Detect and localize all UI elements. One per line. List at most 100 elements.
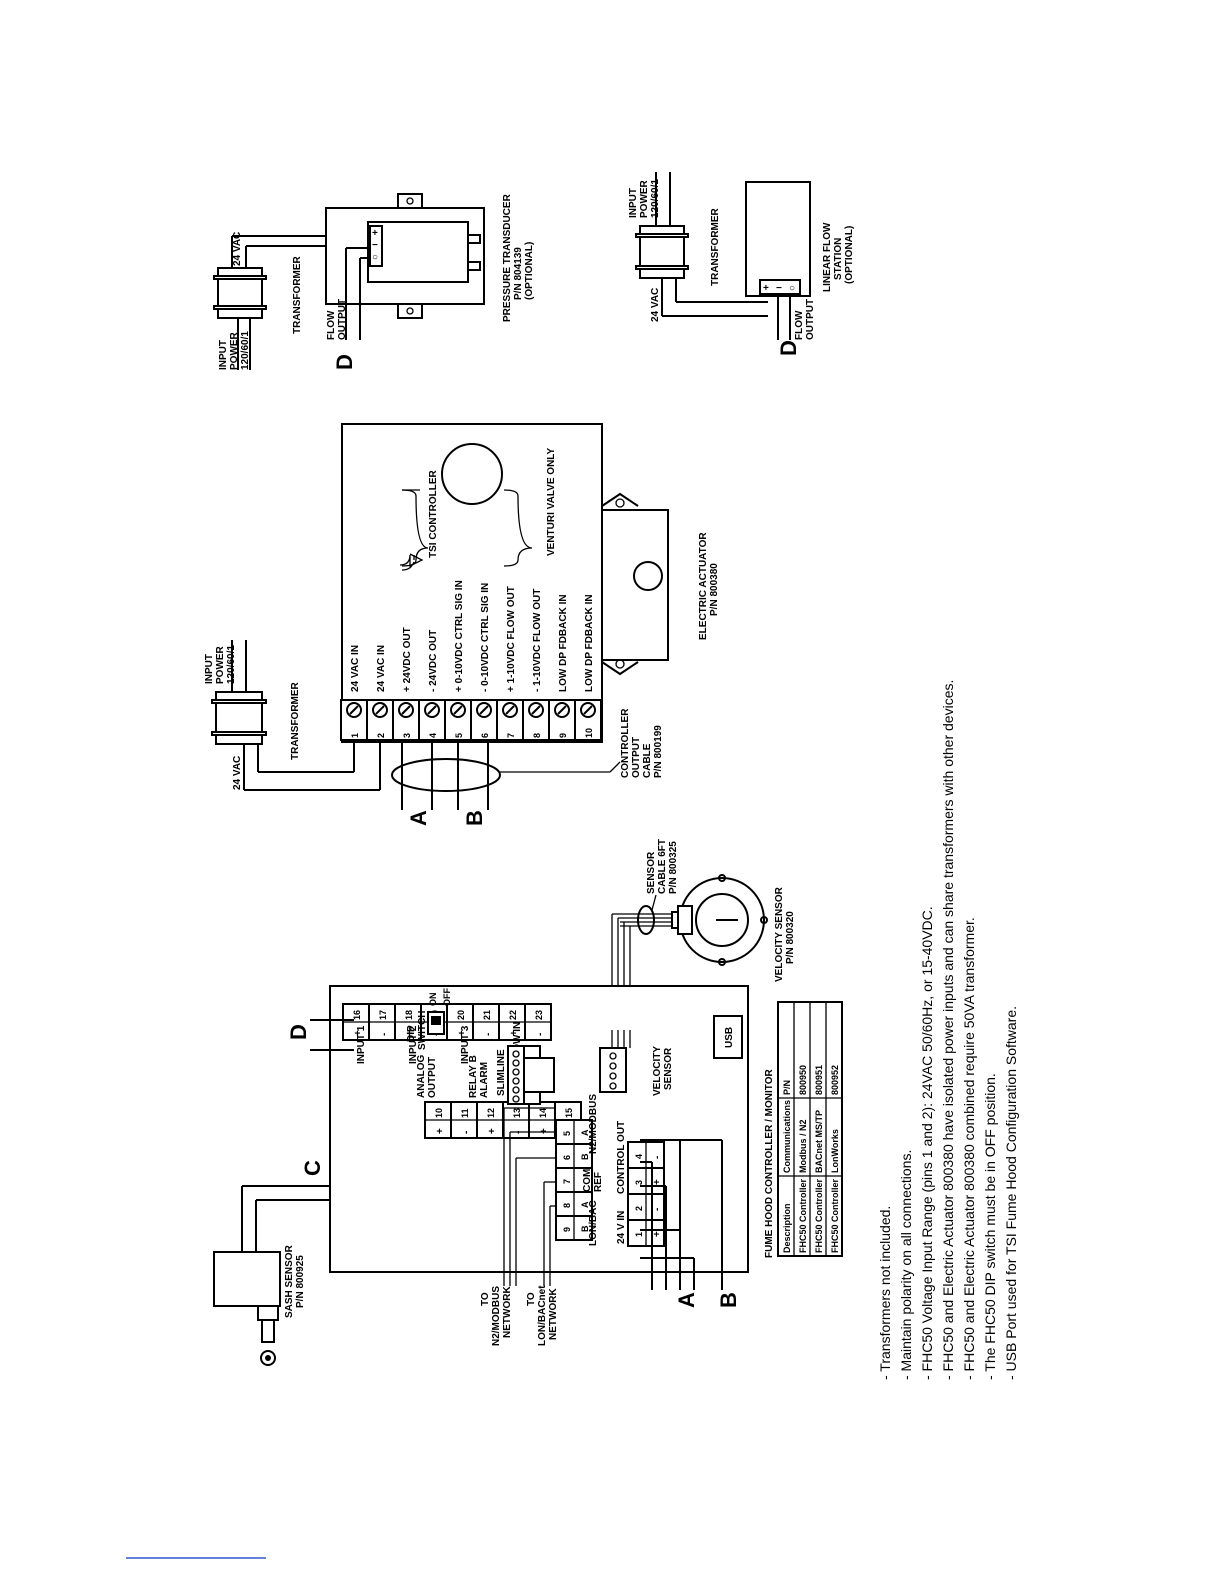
actuator-terminal[interactable]: 8- 1-10VDC FLOW OUT <box>522 589 550 741</box>
svg-text:STATION: STATION <box>833 238 844 280</box>
control-out-label: CONTROL OUT <box>616 1121 627 1194</box>
svg-text:OFF: OFF <box>442 988 452 1006</box>
note-line: - FHC50 and Electric Actuator 800380 com… <box>961 917 977 1380</box>
transformer-label: TRANSFORMER <box>290 681 301 760</box>
pin-sign: + <box>652 1231 663 1237</box>
pin-sign: - <box>652 1156 663 1159</box>
pin-number: 11 <box>460 1108 470 1118</box>
terminal-label: + 1-10VDC FLOW OUT <box>506 586 517 692</box>
svg-text:OUTPUT: OUTPUT <box>337 299 348 340</box>
terminal-number: 2 <box>376 733 386 738</box>
controller-terminal[interactable]: 17- <box>368 1003 396 1041</box>
n2-network-label: TO <box>480 1292 491 1306</box>
pin-number: 14 <box>538 1108 548 1118</box>
pin-number: 17 <box>378 1010 388 1020</box>
svg-text:NETWORK: NETWORK <box>548 1288 559 1340</box>
note-line: - The FHC50 DIP switch must be in OFF po… <box>982 1073 998 1380</box>
pin-number: 3 <box>634 1180 644 1185</box>
controller-terminal[interactable]: 10+ <box>424 1101 452 1139</box>
controller-terminal[interactable]: 21- <box>472 1003 500 1041</box>
lon-network-label: TO <box>526 1292 537 1306</box>
marker-d-top-right: D <box>776 340 801 356</box>
comm-terminal[interactable]: 7 <box>555 1167 593 1193</box>
pin-number: 13 <box>512 1108 522 1118</box>
pin-sign: + <box>509 1030 520 1036</box>
actuator-terminal[interactable]: 6- 0-10VDC CTRL SIG IN <box>470 583 498 741</box>
svg-text:OUTPUT: OUTPUT <box>427 1057 438 1098</box>
pin-sign: + <box>652 1179 663 1185</box>
power-terminal[interactable]: 3+ <box>627 1167 665 1195</box>
terminal-label: LOW DP FDBACK IN <box>558 594 569 692</box>
table-cell: 800950 <box>798 1065 808 1095</box>
terminal-group-label: INPUT 2 <box>408 1025 419 1064</box>
pin-sign: B <box>580 1225 590 1232</box>
pin-sign: B <box>580 1153 590 1160</box>
terminal-number: 5 <box>454 733 464 738</box>
svg-text:−: − <box>372 240 378 251</box>
power-terminal[interactable]: 2- <box>627 1193 665 1221</box>
terminal-group-label: INPUT 1 <box>356 1025 367 1064</box>
linear-flow-station-box <box>745 181 811 297</box>
note-line: - Maintain polarity on all connections. <box>898 1150 914 1380</box>
terminal-group-label: RELAY B <box>468 1055 479 1098</box>
terminal-label: + 24VDC OUT <box>402 627 413 692</box>
usb-port[interactable] <box>713 1015 743 1059</box>
table-cell: Communications <box>782 1100 792 1173</box>
controller-terminal[interactable]: 18+ <box>394 1003 422 1041</box>
fume-hood-controller-section: 16+17-INPUT 118+19-INPUT 220+21-INPUT 32… <box>286 985 843 1346</box>
transformer-label: TRANSFORMER <box>710 207 721 286</box>
svg-text:120/60/1: 120/60/1 <box>226 645 237 684</box>
power-terminal[interactable]: 4- <box>627 1141 665 1169</box>
velocity-sensor-caption: VELOCITY SENSOR <box>774 886 785 982</box>
table-cell: LonWorks <box>830 1129 840 1173</box>
controller-terminal[interactable]: 11- <box>450 1101 478 1139</box>
pin-number: 18 <box>404 1010 414 1020</box>
svg-text:NETWORK: NETWORK <box>502 1286 513 1338</box>
pressure-transducer-caption: PRESSURE TRANSDUCER <box>502 193 513 322</box>
pin-number: 20 <box>456 1010 466 1020</box>
terminal-group-label: INPUT 3 <box>460 1025 471 1064</box>
terminal-label: 24 VAC IN <box>350 645 361 692</box>
pin-number: 15 <box>564 1108 574 1118</box>
terminal-group-label: FLOW IN <box>512 1022 523 1064</box>
pin-sign: + <box>487 1128 498 1134</box>
actuator-terminal[interactable]: 3+ 24VDC OUT <box>392 627 420 741</box>
note-line: - FHC50 and Electric Actuator 800380 hav… <box>940 680 956 1380</box>
controller-terminal[interactable]: 12 + <box>476 1101 504 1139</box>
controller-terminal[interactable]: 23- <box>524 1003 552 1041</box>
controller-terminal[interactable]: 20+ <box>446 1003 474 1041</box>
svg-text:ON: ON <box>428 993 438 1007</box>
pin-number: 2 <box>634 1206 644 1211</box>
electric-actuator-box <box>341 423 603 743</box>
actuator-terminal[interactable]: 224 VAC IN <box>366 645 394 741</box>
pin-sign: + <box>539 1128 550 1134</box>
svg-text:(OPTIONAL): (OPTIONAL) <box>844 226 855 284</box>
actuator-terminal[interactable]: 124 VAC IN <box>340 645 368 741</box>
table-cell: BACnet MS/TP <box>814 1110 824 1173</box>
velocity-sensor-connector[interactable] <box>599 1047 627 1093</box>
vac-label: 24 VAC <box>650 288 661 322</box>
svg-text:P/N 800325: P/N 800325 <box>668 841 679 894</box>
svg-text:+: + <box>372 228 378 239</box>
marker-d-top: D <box>332 354 357 370</box>
input-power-label: INPUT <box>218 340 229 370</box>
sash-sensor-caption: SASH SENSOR <box>284 1244 295 1318</box>
controller-terminal[interactable]: 22+ <box>498 1003 526 1041</box>
svg-text:OUTPUT: OUTPUT <box>805 299 816 340</box>
velocity-sensor-connector-label: VELOCITY <box>652 1046 663 1096</box>
power-terminal[interactable]: 1+ <box>627 1219 665 1247</box>
svg-text:−: − <box>776 283 782 294</box>
pin-number: 12 <box>486 1108 496 1118</box>
pin-sign: - <box>483 1033 494 1036</box>
svg-text:CABLE: CABLE <box>642 743 653 778</box>
